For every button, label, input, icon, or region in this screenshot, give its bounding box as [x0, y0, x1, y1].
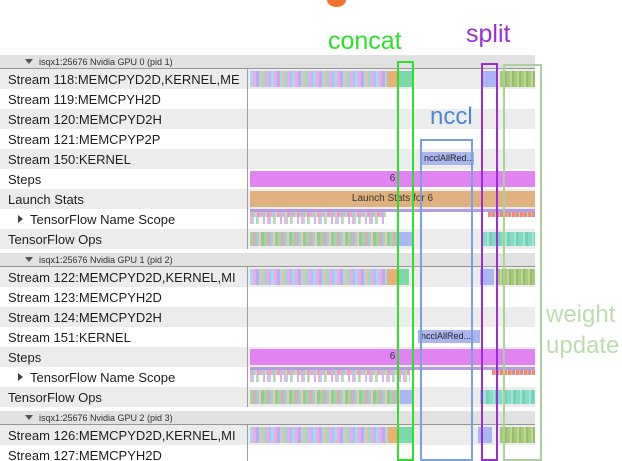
kernel-events-bar[interactable] [250, 427, 388, 443]
track-row-stream150[interactable]: ncclAllRed... Stream 150:KERNEL [0, 149, 535, 169]
track-row-tf-ops[interactable]: TensorFlow Ops [0, 229, 535, 249]
memcpy-event-bar[interactable] [387, 71, 399, 87]
kernel-events-bar[interactable] [250, 269, 387, 285]
track-row-stream123[interactable]: Stream 123:MEMCPYH2D [0, 287, 535, 307]
trace-tracks: isqx1:25676 Nvidia GPU 0 (pid 1) Stream … [0, 55, 535, 461]
name-scope-flame-fringe[interactable] [250, 217, 386, 224]
track-row-stream121[interactable]: Stream 121:MEMCPYP2P [0, 129, 535, 149]
weight-update-events-bar[interactable] [497, 269, 535, 285]
clipped-orange-annotation [327, 0, 346, 7]
track-row-stream119[interactable]: Stream 119:MEMCPYH2D [0, 89, 535, 109]
track-label: Steps [0, 347, 248, 367]
name-scope-flame-bar[interactable] [250, 370, 410, 375]
steps-bar[interactable]: 6 [250, 349, 535, 365]
split-event-bar[interactable] [480, 269, 494, 285]
track-row-name-scope[interactable]: TensorFlow Name Scope [0, 209, 535, 229]
track-label: Stream 120:MEMCPYD2H [0, 109, 248, 129]
track-row-stream127[interactable]: Stream 127:MEMCPYH2D [0, 445, 535, 461]
track-label: TensorFlow Ops [0, 229, 248, 249]
track-row-name-scope[interactable]: TensorFlow Name Scope [0, 367, 535, 387]
track-row-stream151[interactable]: ncclAllRed... Stream 151:KERNEL [0, 327, 535, 347]
track-label: TensorFlow Ops [0, 387, 248, 407]
process-header-gpu1[interactable]: isqx1:25676 Nvidia GPU 1 (pid 2) [0, 253, 535, 267]
name-scope-flame-fringe[interactable] [250, 375, 410, 382]
weight-update-events-bar[interactable] [500, 71, 535, 87]
weight-update-events-bar[interactable] [500, 427, 535, 443]
split-annotation-label: split [466, 20, 511, 48]
process-title: isqx1:25676 Nvidia GPU 1 (pid 2) [39, 254, 173, 265]
track-row-steps[interactable]: 6 Steps [0, 347, 535, 367]
concat-event-bar[interactable] [399, 427, 412, 443]
track-row-stream118[interactable]: Stream 118:MEMCPYD2D,KERNEL,ME [0, 69, 535, 89]
track-row-tf-ops[interactable]: TensorFlow Ops [0, 387, 535, 407]
process-header-gpu0[interactable]: isqx1:25676 Nvidia GPU 0 (pid 1) [0, 55, 535, 69]
memcpy-event-bar[interactable] [387, 269, 397, 285]
track-row-steps[interactable]: 6 Steps [0, 169, 535, 189]
split-event-bar[interactable] [478, 427, 492, 443]
weight-update-line2: update [546, 332, 620, 359]
process-section-gpu2: isqx1:25676 Nvidia GPU 2 (pid 3) Stream … [0, 411, 535, 461]
name-scope-right-bar[interactable] [488, 212, 535, 217]
concat-annotation-label: concat [328, 27, 402, 55]
name-scope-top-bar[interactable] [250, 209, 535, 212]
process-section-gpu0: isqx1:25676 Nvidia GPU 0 (pid 1) Stream … [0, 55, 535, 249]
tf-ops-events-bar[interactable] [250, 390, 400, 404]
nccl-allreduce-event-bar[interactable]: ncclAllRed... [418, 330, 480, 343]
track-label: Stream 121:MEMCPYP2P [0, 129, 248, 149]
steps-bar[interactable]: 6 [250, 171, 535, 187]
track-label: Stream 119:MEMCPYH2D [0, 89, 248, 109]
weight-update-annotation-label: weight update [546, 299, 619, 361]
track-label: Stream 118:MEMCPYD2D,KERNEL,ME [0, 69, 248, 89]
track-label-expandable: TensorFlow Name Scope [0, 209, 248, 229]
track-label: Stream 151:KERNEL [0, 327, 248, 347]
process-title: isqx1:25676 Nvidia GPU 2 (pid 3) [39, 412, 173, 423]
track-row-stream122[interactable]: Stream 122:MEMCPYD2D,KERNEL,MI [0, 267, 535, 287]
track-label-expandable: TensorFlow Name Scope [0, 367, 248, 387]
track-label: Stream 122:MEMCPYD2D,KERNEL,MI [0, 267, 248, 287]
track-label: Stream 126:MEMCPYD2D,KERNEL,MI [0, 425, 248, 445]
name-scope-right-bar[interactable] [492, 370, 535, 375]
track-row-stream120[interactable]: Stream 120:MEMCPYD2H [0, 109, 535, 129]
tf-ops-split-event[interactable] [400, 390, 413, 404]
concat-event-bar[interactable] [397, 269, 409, 285]
kernel-events-bar[interactable] [250, 71, 387, 87]
launch-stats-bar[interactable]: Launch Stats for 6 [250, 191, 535, 207]
expand-icon[interactable] [18, 215, 23, 223]
nccl-allreduce-event-bar[interactable]: ncclAllRed... [421, 152, 474, 165]
track-label: Launch Stats [0, 189, 248, 209]
process-title: isqx1:25676 Nvidia GPU 0 (pid 1) [39, 56, 173, 67]
tf-ops-events-bar[interactable] [250, 232, 398, 246]
track-label: Stream 123:MEMCPYH2D [0, 287, 248, 307]
process-header-gpu2[interactable]: isqx1:25676 Nvidia GPU 2 (pid 3) [0, 411, 535, 425]
tf-ops-right-events[interactable] [480, 390, 535, 404]
tf-ops-right-events[interactable] [483, 232, 535, 246]
memcpy-event-bar[interactable] [388, 427, 399, 443]
track-label: Stream 124:MEMCPYD2H [0, 307, 248, 327]
track-row-launch-stats[interactable]: Launch Stats for 6 Launch Stats [0, 189, 535, 209]
concat-event-bar[interactable] [399, 71, 414, 87]
expand-icon[interactable] [18, 373, 23, 381]
track-label: Steps [0, 169, 248, 189]
process-section-gpu1: isqx1:25676 Nvidia GPU 1 (pid 2) Stream … [0, 253, 535, 407]
split-event-bar[interactable] [482, 71, 497, 87]
collapse-icon[interactable] [25, 257, 33, 262]
track-label: Stream 150:KERNEL [0, 149, 248, 169]
name-scope-top-bar[interactable] [250, 367, 535, 370]
collapse-icon[interactable] [25, 415, 33, 420]
name-scope-flame-bar[interactable] [250, 212, 386, 217]
track-row-stream124[interactable]: Stream 124:MEMCPYD2H [0, 307, 535, 327]
weight-update-line1: weight [546, 301, 616, 328]
collapse-icon[interactable] [25, 59, 33, 64]
tf-ops-split-event[interactable] [398, 232, 413, 246]
track-label: Stream 127:MEMCPYH2D [0, 445, 248, 461]
track-row-stream126[interactable]: Stream 126:MEMCPYD2D,KERNEL,MI [0, 425, 535, 445]
